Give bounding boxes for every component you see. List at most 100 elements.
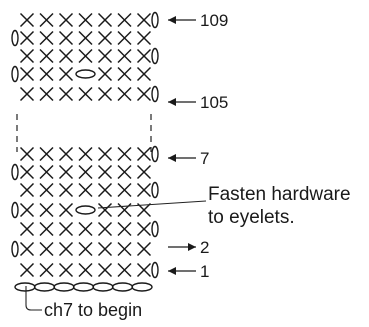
sc-stitch	[97, 66, 113, 82]
foundation-chain-stitch	[53, 282, 75, 292]
turning-chain	[151, 181, 159, 199]
sc-stitch	[39, 241, 54, 257]
turning-chain	[151, 85, 159, 103]
sc-stitch	[117, 66, 132, 82]
sc-stitch	[78, 146, 93, 162]
sc-stitch	[117, 48, 132, 64]
sc-stitch	[136, 262, 152, 278]
sc-stitch	[58, 262, 74, 278]
sc-stitch	[97, 262, 113, 278]
turning-chain	[151, 11, 159, 29]
sc-stitch	[39, 86, 54, 102]
sc-stitch	[58, 221, 74, 237]
annotation-line-1: Fasten hardware	[208, 184, 351, 205]
annotation-leader-line	[97, 200, 207, 209]
sc-stitch	[97, 164, 113, 180]
row-marker-1: 1	[168, 262, 209, 281]
row-marker-105: 105	[168, 93, 228, 112]
start-leader-line	[25, 286, 42, 311]
row-number-label: 1	[200, 262, 209, 281]
sc-stitch	[39, 202, 54, 218]
sc-stitch	[58, 30, 74, 46]
sc-stitch	[117, 182, 132, 198]
turning-chain	[11, 201, 19, 219]
sc-stitch	[39, 164, 54, 180]
sc-stitch	[19, 30, 35, 46]
sc-stitch	[19, 86, 35, 102]
eyelet-stitch	[75, 69, 96, 79]
sc-stitch	[97, 202, 113, 218]
sc-stitch	[97, 12, 113, 28]
sc-stitch	[78, 12, 93, 28]
sc-stitch	[58, 66, 74, 82]
arrow-right-icon	[188, 243, 196, 251]
sc-stitch	[136, 164, 152, 180]
sc-stitch	[58, 12, 74, 28]
sc-stitch	[58, 202, 74, 218]
sc-stitch	[39, 30, 54, 46]
sc-stitch	[97, 86, 113, 102]
annotation-line-2: to eyelets.	[208, 207, 295, 228]
sc-stitch	[117, 86, 132, 102]
sc-stitch	[39, 12, 54, 28]
sc-stitch	[117, 164, 132, 180]
sc-stitch	[39, 262, 54, 278]
sc-stitch	[78, 182, 93, 198]
sc-stitch	[58, 48, 74, 64]
row-number-label: 2	[200, 238, 209, 257]
sc-stitch	[136, 48, 152, 64]
sc-stitch	[136, 221, 152, 237]
sc-stitch	[136, 241, 152, 257]
turning-chain	[151, 47, 159, 65]
sc-stitch	[58, 86, 74, 102]
foundation-chain-stitch	[92, 282, 114, 292]
foundation-chain-stitch	[111, 282, 134, 292]
sc-stitch	[97, 221, 113, 237]
sc-stitch	[117, 241, 132, 257]
arrow-left-icon	[168, 98, 176, 106]
turning-chain	[151, 220, 159, 238]
turning-chain	[151, 145, 159, 163]
arrow-left-icon	[168, 16, 176, 24]
sc-stitch	[136, 66, 152, 82]
foundation-chain-stitch	[72, 282, 95, 292]
turning-chain	[11, 240, 19, 258]
row-number-label: 105	[200, 93, 228, 112]
row-marker-2: 2	[168, 238, 209, 257]
sc-stitch	[19, 262, 35, 278]
sc-stitch	[97, 182, 113, 198]
sc-stitch	[19, 12, 35, 28]
foundation-chain-stitch	[131, 282, 153, 292]
sc-stitch	[117, 221, 132, 237]
arrow-left-icon	[168, 154, 176, 162]
sc-stitch	[78, 86, 93, 102]
sc-stitch	[19, 164, 35, 180]
sc-stitch	[97, 146, 113, 162]
stitch-grid	[11, 11, 159, 292]
sc-stitch	[117, 12, 132, 28]
sc-stitch	[58, 182, 74, 198]
sc-stitch	[78, 241, 93, 257]
row-markers: 109 105 7 2 1	[168, 11, 228, 281]
sc-stitch	[19, 146, 35, 162]
sc-stitch	[58, 164, 74, 180]
foundation-chain-stitch	[33, 282, 56, 292]
sc-stitch	[19, 202, 35, 218]
turning-chain	[151, 261, 159, 279]
foundation-chain-stitch	[14, 282, 36, 292]
sc-stitch	[78, 164, 93, 180]
sc-stitch	[19, 48, 35, 64]
row-number-label: 7	[200, 149, 209, 168]
sc-stitch	[19, 221, 35, 237]
sc-stitch	[39, 48, 54, 64]
sc-stitch	[19, 66, 35, 82]
sc-stitch	[117, 30, 132, 46]
row-marker-109: 109	[168, 11, 228, 30]
sc-stitch	[136, 146, 152, 162]
sc-stitch	[136, 86, 152, 102]
turning-chain	[11, 65, 19, 83]
sc-stitch	[117, 146, 132, 162]
turning-chain	[11, 29, 19, 47]
